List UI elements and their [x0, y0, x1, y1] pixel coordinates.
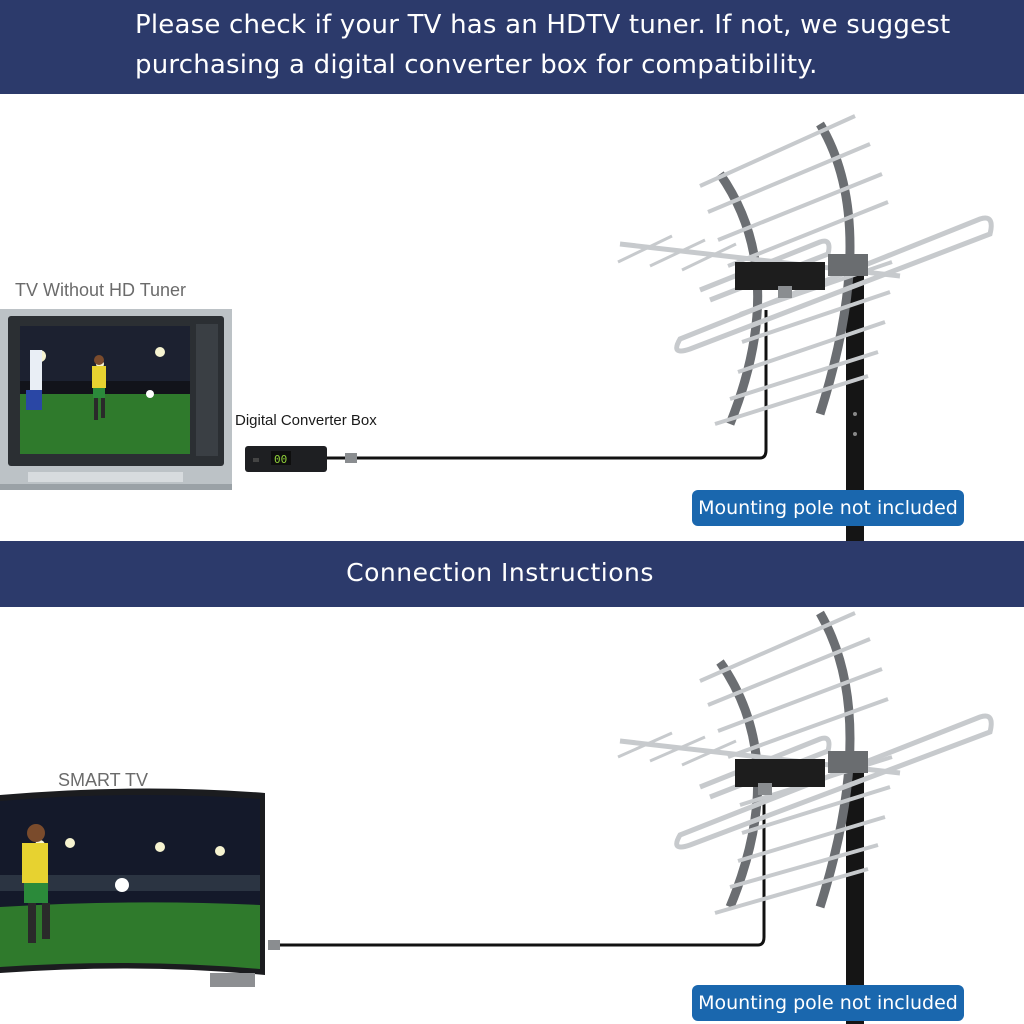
crt-player-2-shorts — [26, 390, 42, 410]
antenna-clamp — [828, 254, 868, 276]
antenna-loop-element — [674, 215, 994, 354]
crt-player-leg — [101, 398, 105, 418]
header-line-1: Please check if your TV has an HDTV tune… — [135, 10, 951, 40]
antenna-directors — [617, 731, 737, 767]
crt-player-leg — [94, 398, 98, 420]
mounting-pole-note-2: Mounting pole not included — [692, 985, 964, 1021]
antenna-reflector-arm — [716, 171, 763, 426]
coax-segment — [280, 797, 766, 947]
curved-player-leg — [28, 903, 36, 943]
crt-player-shorts — [93, 388, 105, 398]
coax-cable — [327, 310, 768, 463]
section-banner: Connection Instructions — [0, 541, 1024, 607]
curved-player-shorts — [24, 883, 48, 903]
curved-tv-crowd — [0, 875, 260, 891]
coax-connector-icon — [268, 940, 280, 950]
digital-converter-box-label: Digital Converter Box — [235, 412, 377, 429]
panel-1-illustration: 00 — [0, 114, 994, 541]
antenna-clamp — [828, 751, 868, 773]
curved-tv-icon — [0, 788, 265, 987]
antenna-icon — [617, 610, 994, 1024]
converter-box-button — [253, 458, 259, 462]
smart-tv-label: SMART TV — [58, 770, 149, 790]
crt-tv-stand — [28, 472, 183, 482]
top-banner: Please check if your TV has an HDTV tune… — [0, 0, 1024, 94]
coax-segment — [357, 310, 768, 460]
coax-cable-2 — [268, 797, 766, 950]
crt-ball — [146, 390, 154, 398]
antenna-pole-bolt — [853, 432, 857, 436]
converter-box-icon: 00 — [245, 446, 327, 472]
antenna-connector — [758, 783, 772, 795]
crt-player-shirt — [92, 366, 106, 388]
antenna-loop-element — [699, 735, 832, 800]
curved-player-head — [27, 824, 45, 842]
antenna-bracket — [735, 262, 825, 290]
antenna-connector — [778, 286, 792, 298]
curved-player-shirt — [22, 843, 48, 883]
tv-without-hd-tuner-label: TV Without HD Tuner — [15, 280, 187, 300]
curved-ball — [115, 878, 129, 892]
crt-tv-side-panel — [196, 324, 218, 456]
converter-box-digits: 00 — [274, 453, 287, 466]
crt-tv-floodlight — [155, 347, 165, 357]
curved-tv-pitch — [0, 902, 260, 969]
crt-player-head — [94, 355, 104, 365]
panel-smart-tv: SMART TV Mounting pole not included — [0, 607, 1024, 1024]
antenna-loop-element — [674, 713, 994, 850]
antenna-loop-element — [699, 238, 832, 303]
header-line-2: purchasing a digital converter box for c… — [135, 50, 818, 80]
crt-tv-icon — [0, 309, 232, 490]
panel-2-illustration — [0, 610, 994, 1024]
crt-player-2 — [30, 350, 42, 390]
curved-player-leg — [42, 903, 50, 939]
curved-tv-floodlight — [155, 842, 165, 852]
section-title: Connection Instructions — [346, 558, 654, 587]
panel-without-hd-tuner: 00 — [0, 94, 1024, 541]
crt-tv-bottom-edge — [0, 484, 232, 490]
curved-tv-floodlight — [215, 846, 225, 856]
coax-connector-icon — [345, 453, 357, 463]
antenna-bracket — [735, 759, 825, 787]
antenna-icon — [617, 114, 994, 541]
curved-tv-floodlight — [65, 838, 75, 848]
converter-box-display — [271, 451, 291, 465]
antenna-pole-bolt — [853, 412, 857, 416]
curved-tv-foot — [210, 973, 255, 987]
antenna-directors — [617, 234, 737, 272]
mounting-pole-note: Mounting pole not included — [692, 490, 964, 526]
